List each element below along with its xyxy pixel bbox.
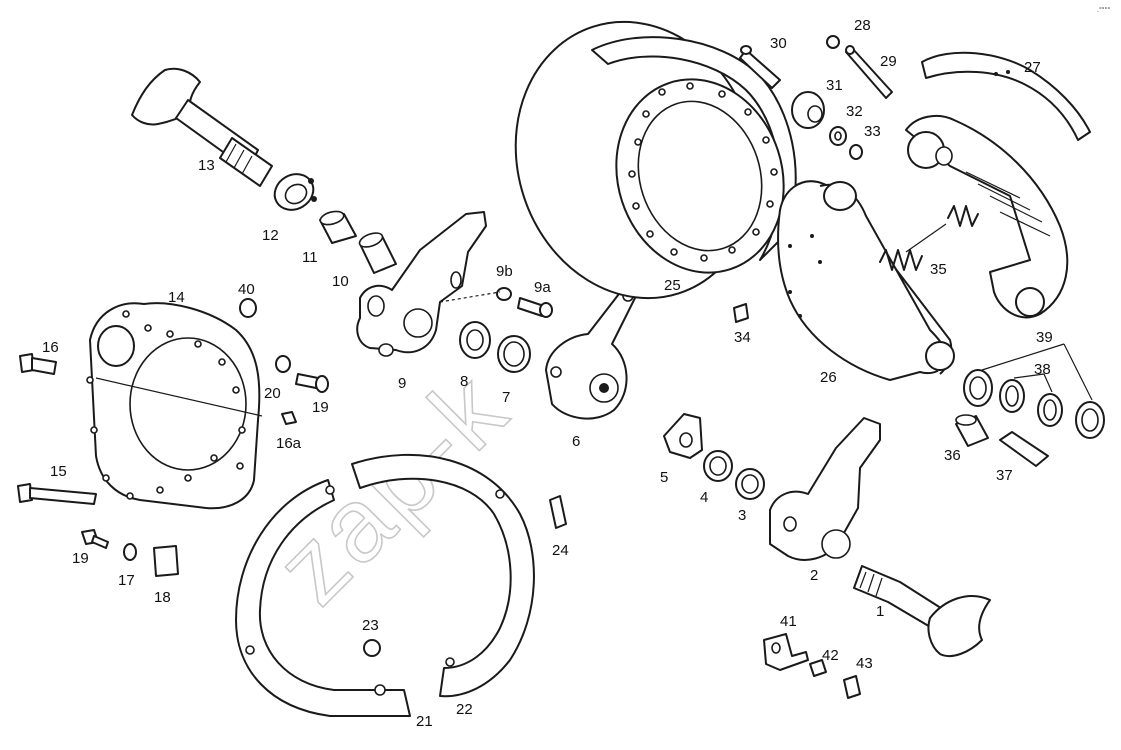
callout-label: 24 [552,542,569,559]
part-9a-bolt [517,297,553,318]
callout-label: 16 [42,339,59,356]
callout-label: 22 [456,701,473,718]
callout-label: 9b [496,263,513,280]
callout-label: 25 [664,277,681,294]
callout-label: 30 [770,35,787,52]
callout-label: 19 [312,399,329,416]
callout-label: 16a [276,435,302,452]
part-23-rivet [363,639,381,657]
part-8-washer [459,321,491,359]
part-27-lining [921,51,1091,141]
part-19-bolt-lower [81,529,109,549]
part-22-lining [351,453,535,698]
part-41-bracket [763,633,809,671]
callout-label: 9a [534,279,551,296]
callout-label: 43 [856,655,873,672]
callout-label: 15 [50,463,67,480]
part-4-washer [703,450,733,482]
callout-label: 38 [1034,361,1051,378]
callout-label: 32 [846,103,863,120]
callout-label: 33 [864,123,881,140]
part-26-shoe-lining [777,180,955,381]
part-28-ring [826,35,840,49]
part-40-nut [239,298,257,318]
part-16-bolt [19,353,57,375]
part-6-slack-adjuster [545,284,638,420]
part-13-camshaft [131,67,273,187]
part-20-washer [275,355,291,373]
part-21-lining [235,479,411,717]
callout-label: 17 [118,572,135,589]
callout-label: 20 [264,385,281,402]
callout-label: 39 [1036,329,1053,346]
callout-label: 29 [880,53,897,70]
callout-label: 1 [876,603,884,620]
callout-label: 26 [820,369,837,386]
part-36-bush [955,414,989,447]
part-39-seals [963,343,1105,439]
part-33-ring [849,144,863,160]
callout-label: 5 [660,469,668,486]
callout-label: 34 [734,329,751,346]
part-5-plate [663,413,703,459]
part-24-clip [549,495,567,529]
callout-label: 35 [930,261,947,278]
callout-label: 14 [168,289,185,306]
part-17-washer [123,543,137,561]
part-3-washer [735,468,765,500]
callout-label: 21 [416,713,433,730]
part-15-bolt [17,483,97,505]
part-7-seal [497,335,531,373]
part-11-bush [319,210,357,244]
callout-label: 31 [826,77,843,94]
callout-label: 12 [262,227,279,244]
part-37-pin [999,431,1049,467]
callout-label: 40 [238,281,255,298]
part-30-pin [739,45,781,89]
part-12-seal [273,173,317,211]
part-35-springs [879,205,979,271]
part-shoe-right [905,114,1069,319]
callout-label: 3 [738,507,746,524]
part-16a-nut [281,411,297,425]
part-2-bracket [769,417,881,561]
part-31-roller [791,91,825,129]
part-1-camshaft [853,565,991,658]
callout-label: 9 [398,375,406,392]
callout-label: 4 [700,489,708,506]
callout-label: 36 [944,447,961,464]
part-9-bracket [356,211,487,357]
callout-label: 42 [822,647,839,664]
callout-label: 28 [854,17,871,34]
callout-label: 6 [572,433,580,450]
part-42-nut [809,659,827,677]
callout-label: 13 [198,157,215,174]
part-19-bolt-upper [295,373,329,393]
part-32-washer [829,126,847,146]
callout-label: 18 [154,589,171,606]
callout-label: 23 [362,617,379,634]
callout-label: 19 [72,550,89,567]
callout-label: 11 [302,249,318,266]
part-labels: 1234567899a9b1011121314151616a1718191920… [42,17,1053,730]
part-38-rings [999,373,1063,427]
callout-label: 27 [1024,59,1041,76]
part-25-brake-drum [514,20,797,300]
callout-label: 37 [996,467,1013,484]
corner-mark: .°°°° [1097,6,1110,14]
callout-label: 8 [460,373,468,390]
callout-label: 7 [502,389,510,406]
callout-label: 2 [810,567,818,584]
part-34-nipple [733,303,749,323]
part-10-bush [358,232,397,274]
part-29-pin [845,45,893,99]
callout-label: 41 [780,613,797,630]
callout-label: 10 [332,273,349,290]
part-43-nipple [843,675,861,699]
part-9b-washer [496,287,512,301]
part-14-backing-plate [86,302,263,510]
part-18-plate [153,545,179,577]
